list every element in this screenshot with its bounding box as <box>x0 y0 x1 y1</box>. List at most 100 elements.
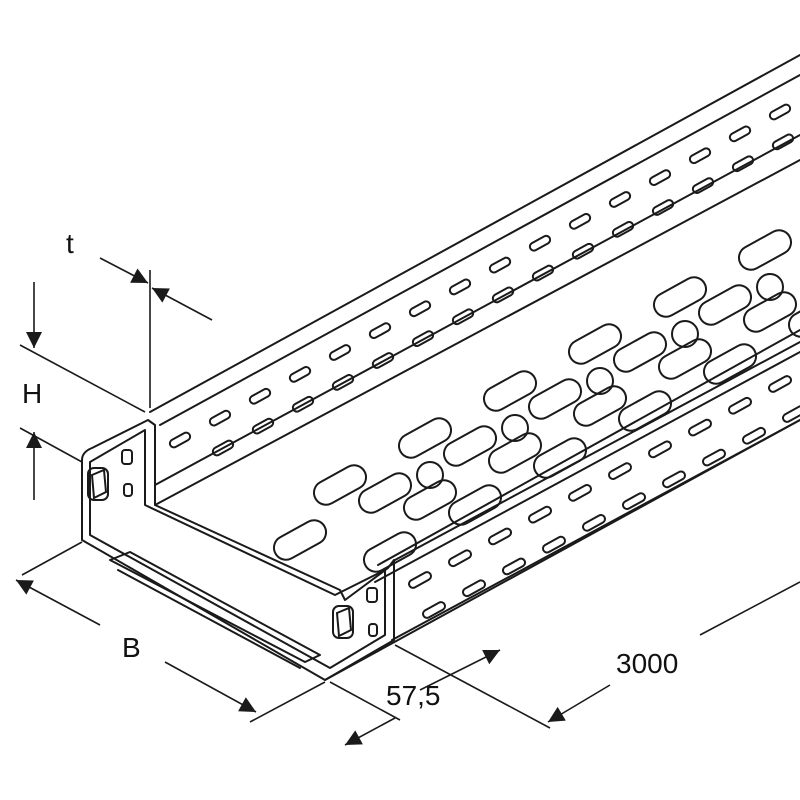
back-wall-slot <box>251 417 275 435</box>
back-wall-slot <box>648 169 672 186</box>
rim-arrow-right <box>419 649 501 691</box>
thickness-label: t <box>66 228 74 259</box>
back-wall-slot <box>728 125 752 143</box>
floor-slot <box>572 385 628 427</box>
tray-body <box>81 54 800 681</box>
t-leader-bottom <box>151 287 213 321</box>
front-wall-slot <box>581 514 607 532</box>
back-wall-slot <box>328 344 352 361</box>
back-wall-slot <box>528 234 552 252</box>
floor-perforations <box>272 229 800 573</box>
back-wall-slot <box>771 133 795 151</box>
h-extension-top <box>19 344 146 413</box>
back-wall-slot <box>531 264 555 282</box>
length-label: 3000 <box>616 648 679 679</box>
back-wall-slot <box>331 374 355 391</box>
back-wall-slot <box>448 278 472 296</box>
rim-arrow-left <box>344 717 396 746</box>
t-leader-top <box>99 257 149 284</box>
floor-slot <box>487 432 543 474</box>
front-wall-slot <box>607 462 633 480</box>
floor-round-hole <box>501 414 529 442</box>
back-wall-slot <box>568 212 592 230</box>
floor-lip-fold <box>117 569 301 669</box>
front-wall-slots <box>407 375 800 619</box>
back-wall-slot <box>651 199 675 216</box>
floor-slot <box>612 331 668 373</box>
back-wall-slot <box>288 366 312 383</box>
end-profile <box>81 419 395 681</box>
front-wall-slot <box>461 579 487 598</box>
floor-round-hole <box>586 367 614 395</box>
front-wall-slot <box>527 505 553 524</box>
front-wall-slot <box>621 492 647 510</box>
front-wall-slot <box>687 418 713 437</box>
floor-slot <box>787 296 800 338</box>
end-connector-right <box>332 587 378 639</box>
h-extension-bottom <box>19 427 83 463</box>
floor-slot <box>702 343 758 385</box>
floor-slot <box>652 276 708 318</box>
floor-slot <box>742 291 798 333</box>
front-wall-slot <box>501 557 527 576</box>
front-wall-slot <box>727 396 753 415</box>
back-wall-slot <box>768 103 792 121</box>
floor-slot <box>272 519 328 561</box>
floor-slot <box>312 464 368 506</box>
back-wall-slot <box>371 352 395 369</box>
back-wall-slot <box>408 300 432 318</box>
rim-extension-right <box>394 644 551 729</box>
back-wall-slot <box>291 395 315 413</box>
front-wall-slot <box>407 571 433 589</box>
front-wall-slot <box>767 375 793 393</box>
back-wall-slot <box>571 242 595 260</box>
floor-slot <box>697 284 753 326</box>
floor-slot <box>617 390 673 432</box>
back-wall-slot <box>691 177 715 194</box>
back-wall-slot <box>688 147 712 165</box>
end-profile-inner <box>89 429 386 669</box>
floor-back-edge <box>154 159 800 506</box>
floor-front-edge <box>374 351 800 583</box>
floor-round-hole <box>416 461 444 489</box>
front-wall-slot <box>701 448 727 467</box>
floor-slot <box>567 323 623 365</box>
floor-slot <box>447 484 503 526</box>
back-wall-slot <box>208 409 232 427</box>
floor-round-hole <box>756 273 784 301</box>
back-wall-slot <box>411 330 435 348</box>
floor-slot <box>657 338 713 380</box>
front-wall-base-edge <box>324 419 800 681</box>
front-wall-slot <box>661 470 687 489</box>
back-wall-slot <box>248 387 272 405</box>
floor-slot <box>532 437 588 479</box>
front-wall-slot <box>487 527 513 546</box>
back-wall-slot <box>168 431 192 449</box>
front-wall-slot <box>647 440 673 459</box>
height-label: H <box>22 378 43 409</box>
floor-slot <box>737 229 793 271</box>
floor-round-hole <box>671 320 699 348</box>
back-wall-slot <box>368 322 392 340</box>
rim-extension-left <box>329 681 401 721</box>
front-wall-slot <box>541 535 567 554</box>
b-dim-line-left <box>15 579 101 626</box>
length-dim-line-left <box>547 684 611 723</box>
front-wall-slot <box>741 426 767 445</box>
front-wall-slot <box>447 549 473 568</box>
b-extension-left <box>21 541 83 576</box>
end-connector-left <box>87 449 133 501</box>
floor-slot <box>442 425 498 467</box>
back-wall-slot <box>731 155 755 173</box>
dimension-lines <box>15 257 800 746</box>
floor-slot <box>482 370 538 412</box>
back-wall-slot <box>608 191 632 208</box>
front-wall-slot <box>781 405 800 423</box>
floor-slot <box>397 417 453 459</box>
rim-label: 57,5 <box>386 680 441 711</box>
back-wall-slot <box>491 286 515 304</box>
back-wall-bottom-edge <box>154 134 800 486</box>
back-wall-slots <box>168 103 795 457</box>
